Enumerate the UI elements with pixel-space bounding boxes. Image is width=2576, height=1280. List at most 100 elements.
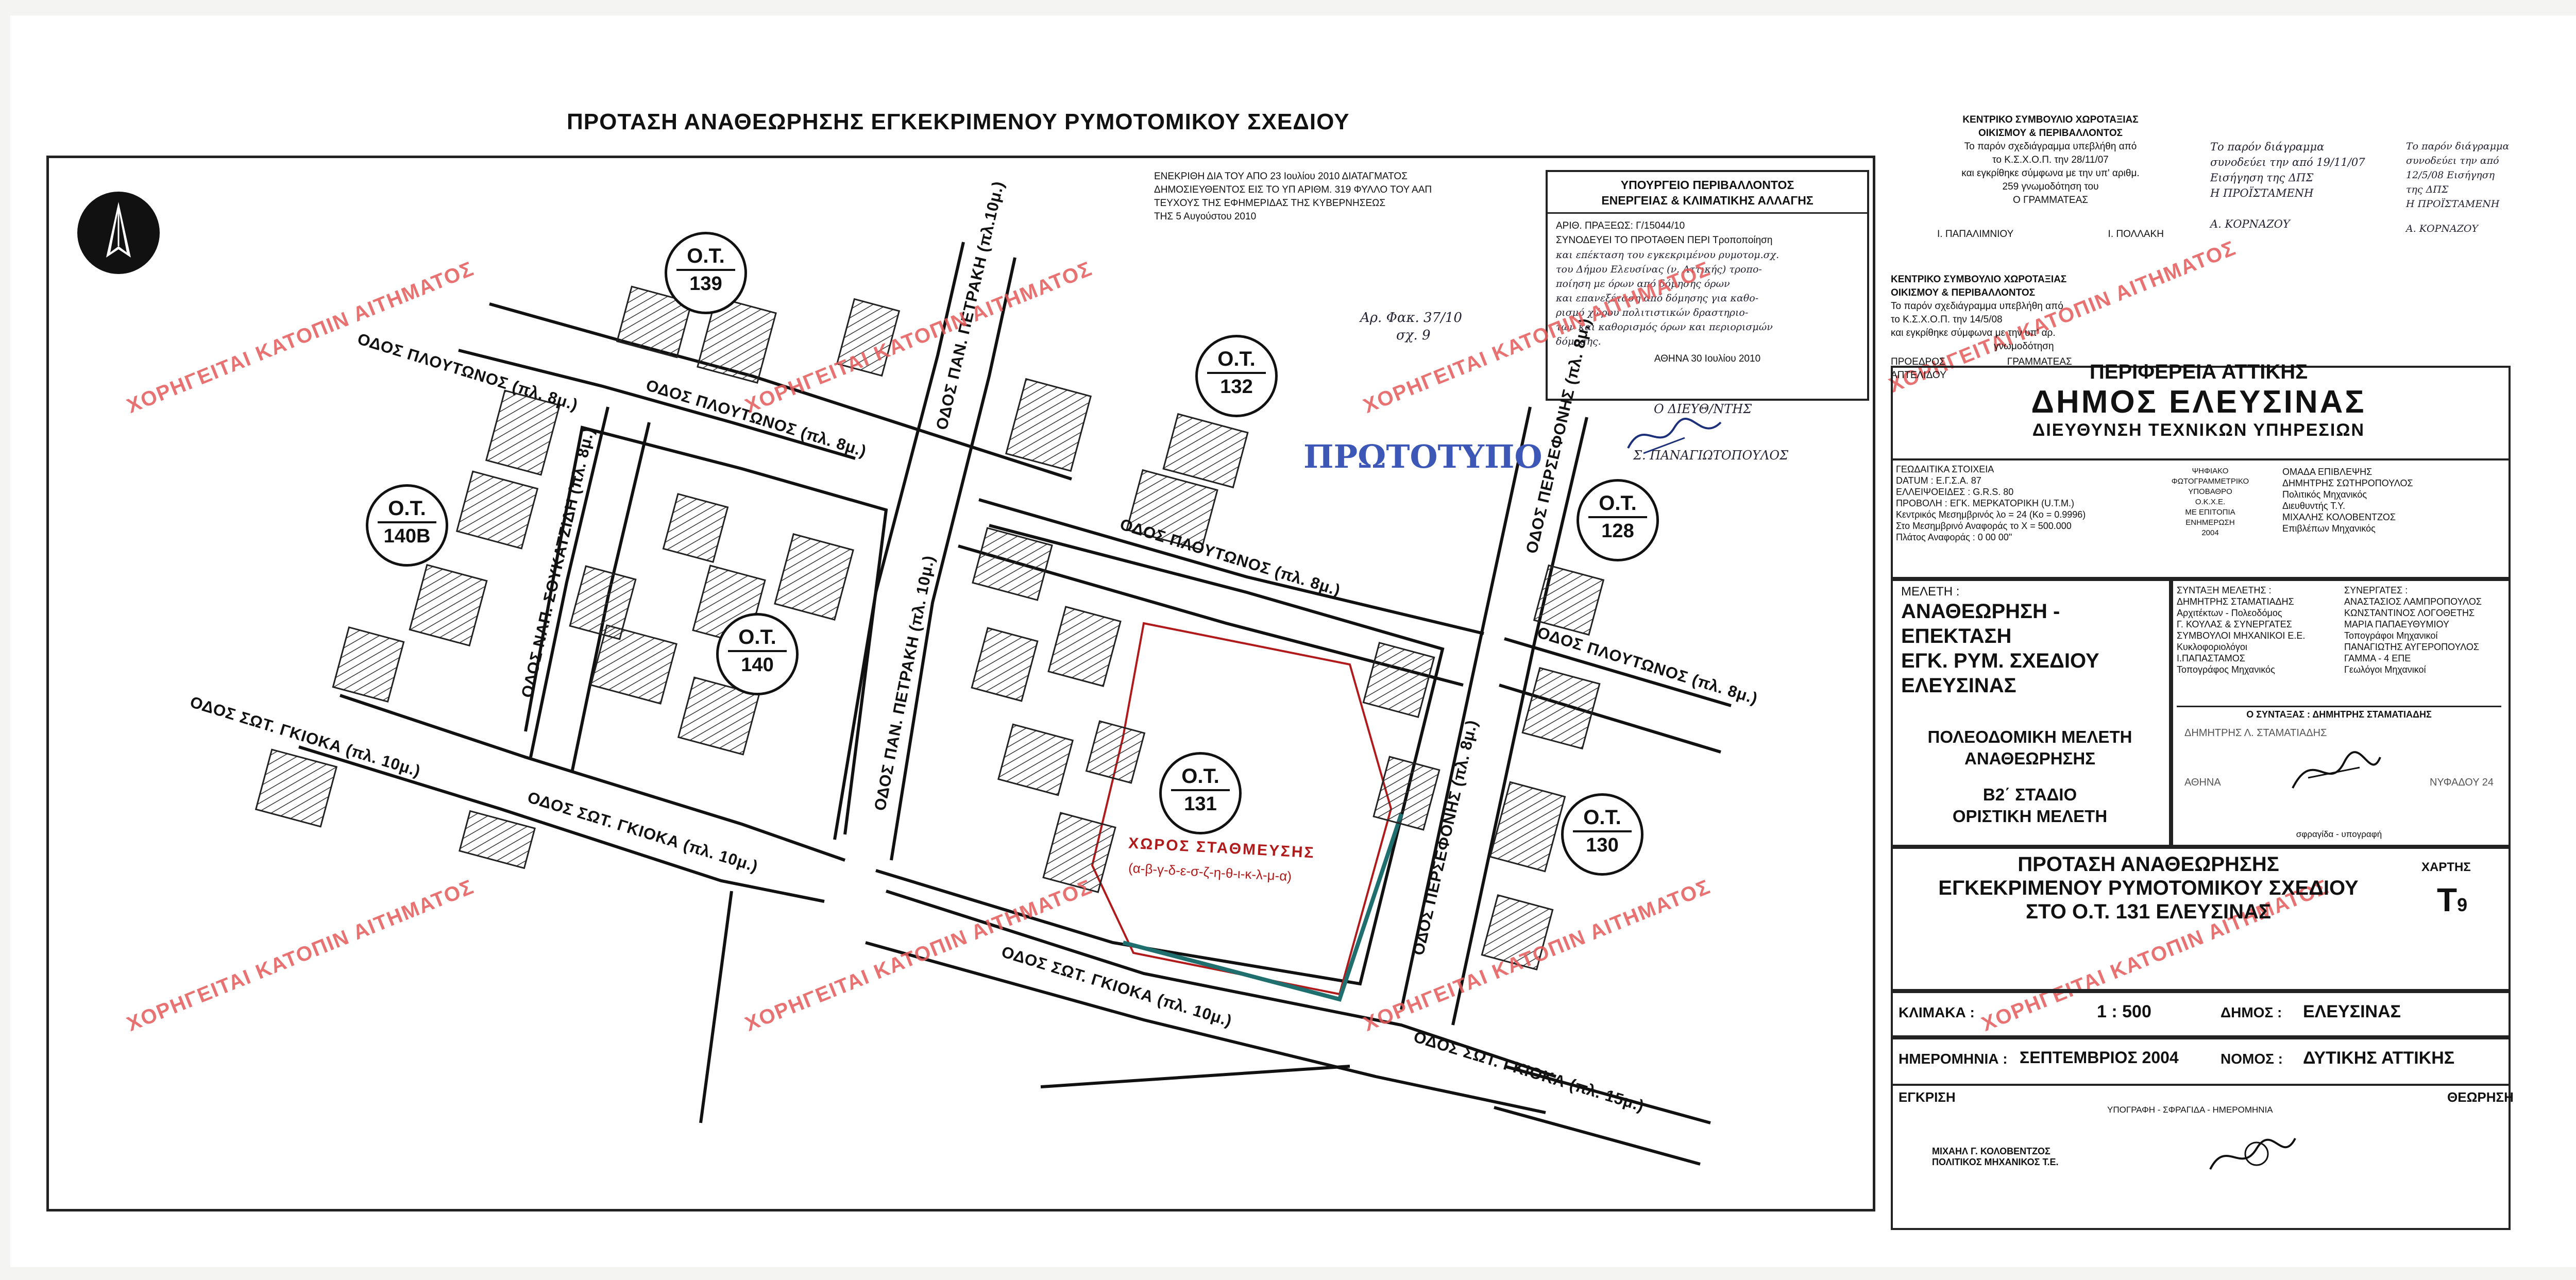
block-label: Ο.Τ.130 xyxy=(1561,793,1643,876)
plan-type: ΠΟΛΕΟΔΟΜΙΚΗ ΜΕΛΕΤΗ ΑΝΑΘΕΩΡΗΣΗΣ Β2΄ ΣΤΑΔΙ… xyxy=(1891,726,2169,827)
council-text: Το παρόν σχεδιάγραμμα υπεβλήθη από xyxy=(1891,301,2063,312)
collaborator-line: ΠΑΝΑΓΙΩΤΗΣ ΑΥΓΕΡΟΠΟΥΛΟΣ xyxy=(2344,642,2479,652)
basemap-info: ΨΗΦΙΑΚΟ ΦΩΤΟΓΡΑΜΜΕΤΡΙΚΟ ΥΠΟΒΑΘΡΟ Ο.Κ.Χ.Ε… xyxy=(2159,466,2262,538)
council-text: Ο ΓΡΑΜΜΑΤΕΑΣ xyxy=(2012,195,2089,206)
ministry-text: και επανεξέταση από δόμησης για καθο- xyxy=(1556,293,1759,304)
block-label: Ο.Τ.128 xyxy=(1577,479,1659,561)
approval-line: ΤΕΥΧΟΥΣ ΤΗΣ ΕΦΗΜΕΡΙΔΑΣ ΤΗΣ ΚΥΒΕΡΝΗΣΕΩΣ xyxy=(1154,198,1386,209)
council-text: 259 γνωμοδότηση του xyxy=(2002,181,2099,192)
approval-line: ΤΗΣ 5 Αυγούστου 2010 xyxy=(1154,211,1257,222)
margin-note-line: 12/5/08 Εισήγηση xyxy=(2406,169,2495,181)
block-label: Ο.Τ.132 xyxy=(1195,335,1278,417)
ministry-text: ρισμό χώρου πολιτιστικών δραστηριο- xyxy=(1556,307,1749,318)
stamp-date: ΑΘΗΝΑ 30 Ιουλίου 2010 xyxy=(1654,353,1761,364)
margin-note-line: Α. ΚΟΡΝΑΖΟΥ xyxy=(2406,223,2479,234)
title-block: ΠΕΡΙΦΕΡΕΙΑ ΑΤΤΙΚΗΣ ΔΗΜΟΣ ΕΛΕΥΣΙΝΑΣ ΔΙΕΥΘ… xyxy=(1891,93,2514,1230)
drawing-title-box xyxy=(1891,845,2511,993)
margin-note-line: Το παρόν διάγραμμα xyxy=(2406,141,2510,152)
ministry-signature-icon xyxy=(1627,418,1722,454)
council-signer: Ι. ΠΑΠΑΛΙΜΝΙΟΥ xyxy=(1937,229,2014,240)
council-signer: ΓΡΑΜΜΑΤΕΑΣ xyxy=(2007,356,2072,367)
ministry-text: και επέκταση του εγκεκριμένου ρυμοτομ.σχ… xyxy=(1556,249,1780,261)
basemap-line: ΦΩΤΟΓΡΑΜΜΕΤΡΙΚΟ xyxy=(2171,477,2249,486)
file-note-line: Αρ. Φακ. 37/10 xyxy=(1360,310,1462,326)
engineer-line: ΜΙΧΑΗΛ Γ. ΚΟΛΟΒΕΝΤΖΟΣ xyxy=(1932,1146,2050,1156)
ministry-name: ΕΝΕΡΓΕΙΑΣ & ΚΛΙΜΑΤΙΚΗΣ ΑΛΛΑΓΗΣ xyxy=(1601,194,1814,207)
study-title: ΜΕΛΕΤΗ : ΑΝΑΘΕΩΡΗΣΗ - ΕΠΕΚΤΑΣΗ ΕΓΚ. ΡΥΜ.… xyxy=(1901,585,2099,698)
margin-note-line: συνοδεύει την από xyxy=(2406,155,2499,166)
scale-row xyxy=(1891,989,2511,1039)
compiler-line: Τοπογράφος Μηχανικός xyxy=(2177,664,2275,675)
sheet-label: ΧΑΡΤΗΣ xyxy=(2421,860,2471,874)
approval-note: ΕΝΕΚΡΙΘΗ ΔΙΑ ΤΟΥ ΑΠΟ 23 Ιουλίου 2010 ΔΙΑ… xyxy=(1154,170,1432,224)
drawing-title-line: ΕΓΚΕΚΡΙΜΕΝΟΥ ΡΥΜΟΤΟΜΙΚΟΥ ΣΧΕΔΙΟΥ xyxy=(1938,877,2359,899)
geo-line: ΓΕΩΔΑΙΤΙΚΑ ΣΤΟΙΧΕΙΑ xyxy=(1896,464,1994,474)
date-row xyxy=(1891,1035,2511,1086)
compiler-line: Αρχιτέκτων - Πολεοδόμος xyxy=(2177,608,2282,618)
ministry-name: ΥΠΟΥΡΓΕΙΟ ΠΕΡΙΒΑΛΛΟΝΤΟΣ xyxy=(1620,178,1794,192)
study-line: ΕΠΕΚΤΑΣΗ xyxy=(1901,625,2012,647)
directorate-name: ΔΙΕΥΘΥΝΣΗ ΤΕΧΝΙΚΩΝ ΥΠΗΡΕΣΙΩΝ xyxy=(2032,420,2365,440)
north-arrow-icon xyxy=(77,192,160,274)
collaborator-line: ΓΑΜΜΑ - 4 ΕΠΕ xyxy=(2344,653,2411,663)
region-name: ΠΕΡΙΦΕΡΕΙΑ ΑΤΤΙΚΗΣ xyxy=(2089,361,2308,383)
margin-note-line: συνοδεύει την από 19/11/07 xyxy=(2210,156,2365,168)
margin-note-line: Η ΠΡΟΪΣΤΑΜΕΝΗ xyxy=(2210,187,2314,199)
geo-line: Κεντρικός Μεσημβρινός λο = 24 (Κο = 0.99… xyxy=(1896,509,2086,520)
compilers: ΣΥΝΤΑΞΗ ΜΕΛΕΤΗΣ : ΔΗΜΗΤΡΗΣ ΣΤΑΜΑΤΙΑΔΗΣ Α… xyxy=(2177,585,2305,675)
main-title: ΠΡΟΤΑΣΗ ΑΝΑΘΕΩΡΗΣΗΣ ΕΓΚΕΚΡΙΜΕΝΟΥ ΡΥΜΟΤΟΜ… xyxy=(567,109,1350,134)
study-line: ΕΓΚ. ΡΥΜ. ΣΧΕΔΙΟΥ xyxy=(1901,650,2099,672)
authors-box xyxy=(2169,577,2511,849)
council-name: ΟΙΚΙΣΜΟΥ & ΠΕΡΙΒΑΛΛΟΝΤΟΣ xyxy=(1891,287,2036,298)
basemap-line: ΜΕ ΕΠΙΤΟΠΙΑ xyxy=(2185,508,2235,517)
date-label: ΗΜΕΡΟΜΗΝΙΑ : xyxy=(1899,1051,2008,1067)
approval-signature-icon xyxy=(2209,1138,2296,1170)
plan-line: ΠΟΛΕΟΔΟΜΙΚΗ ΜΕΛΕΤΗ xyxy=(1927,727,2132,746)
study-line: ΕΛΕΥΣΙΝΑΣ xyxy=(1901,674,2016,697)
signer-title: Ο ΔΙΕΥΘ/ΝΤΗΣ xyxy=(1654,402,1752,416)
supervision-line: Διευθυντής Τ.Υ. xyxy=(2282,501,2345,511)
author-stamp-line: ΔΗΜΗΤΡΗΣ Λ. ΣΤΑΜΑΤΙΑΔΗΣ xyxy=(2184,727,2327,739)
collaborator-line: ΚΩΝΣΤΑΝΤΙΝΟΣ ΛΟΓΟΘΕΤΗΣ xyxy=(2344,608,2475,618)
study-line: ΑΝΑΘΕΩΡΗΣΗ - xyxy=(1901,600,2060,623)
author-signature-icon xyxy=(2292,751,2381,789)
compiler-line: Κυκλοφοριολόγοι xyxy=(2177,642,2247,652)
block-label: Ο.Τ.140Β xyxy=(366,484,448,567)
scale-value: 1 : 500 xyxy=(2097,1002,2151,1021)
muni-label: ΔΗΜΟΣ : xyxy=(2221,1004,2282,1020)
approval-line: ΕΝΕΚΡΙΘΗ ΔΙΑ ΤΟΥ ΑΠΟ 23 Ιουλίου 2010 ΔΙΑ… xyxy=(1154,171,1408,182)
geo-line: DATUM : Ε.Γ.Σ.Α. 87 xyxy=(1896,475,1981,486)
basemap-line: ΥΠΟΒΑΘΡΟ xyxy=(2188,487,2232,496)
block-label: Ο.Τ.139 xyxy=(665,232,747,314)
approval-line: ΔΗΜΟΣΙΕΥΘΕΝΤΟΣ ΕΙΣ ΤΟ ΥΠ ΑΡΙΘΜ. 319 ΦΥΛΛ… xyxy=(1154,184,1432,195)
file-note-line: σχ. 9 xyxy=(1396,328,1431,343)
study-label: ΜΕΛΕΤΗ : xyxy=(1901,585,1960,599)
engineer-stamp: ΜΙΧΑΗΛ Γ. ΚΟΛΟΒΕΝΤΖΟΣ ΠΟΛΙΤΙΚΟΣ ΜΗΧΑΝΙΚΟ… xyxy=(1932,1146,2059,1168)
stage-line: Β2΄ ΣΤΑΔΙΟ xyxy=(1982,785,2077,804)
geodetic-data: ΓΕΩΔΑΙΤΙΚΑ ΣΤΟΙΧΕΙΑ DATUM : Ε.Γ.Σ.Α. 87 … xyxy=(1896,464,2086,543)
council-signer: ΑΠΤΕΛΙΔΟΥ xyxy=(1891,370,1946,381)
ministry-text: ποίηση με όρων από δόμησης όρων xyxy=(1556,278,1730,289)
council-stamp: ΚΕΝΤΡΙΚΟ ΣΥΜΒΟΥΛΙΟ ΧΩΡΟΤΑΞΙΑΣ ΟΙΚΙΣΜΟΥ &… xyxy=(1891,273,2128,382)
drawing-title-line: ΠΡΟΤΑΣΗ ΑΝΑΘΕΩΡΗΣΗΣ xyxy=(2018,853,2279,876)
prefecture-value: ΔΥΤΙΚΗΣ ΑΤΤΙΚΗΣ xyxy=(2303,1048,2455,1068)
ministry-stamp: ΥΠΟΥΡΓΕΙΟ ΠΕΡΙΒΑΛΛΟΝΤΟΣ ΕΝΕΡΓΕΙΑΣ & ΚΛΙΜ… xyxy=(1546,170,1869,401)
title-block-header: ΠΕΡΙΦΕΡΕΙΑ ΑΤΤΙΚΗΣ ΔΗΜΟΣ ΕΛΕΥΣΙΝΑΣ ΔΙΕΥΘ… xyxy=(1891,361,2506,440)
margin-note-line: Το παρόν διάγραμμα xyxy=(2210,141,2325,153)
ministry-text: του Δήμου Ελευσίνας (ν. Αττικής) τροπο- xyxy=(1556,264,1762,275)
supervision-line: Επιβλέπων Μηχανικός xyxy=(2282,523,2376,534)
supervision-line: ΔΗΜΗΤΡΗΣ ΣΩΤΗΡΟΠΟΥΛΟΣ xyxy=(2282,478,2413,488)
supervision-line: ΜΙΧΑΛΗΣ ΚΟΛΟΒΕΝΤΖΟΣ xyxy=(2282,512,2396,522)
ministry-body: ΑΡΙΘ. ΠΡΑΞΕΩΣ: Γ/15044/10 ΣΥΝΟΔΕΥΕΙ ΤΟ Π… xyxy=(1548,214,1867,371)
file-note: Αρ. Φακ. 37/10 σχ. 9 xyxy=(1360,309,1462,344)
margin-note-line: της ΔΠΣ xyxy=(2406,184,2449,195)
compiler-line: ΔΗΜΗΤΡΗΣ ΣΤΑΜΑΤΙΑΔΗΣ xyxy=(2177,596,2294,607)
prefecture-label: ΝΟΜΟΣ : xyxy=(2221,1051,2283,1067)
engineer-line: ΠΟΛΙΤΙΚΟΣ ΜΗΧΑΝΙΚΟΣ Τ.Ε. xyxy=(1932,1157,2059,1167)
council-name: ΟΙΚΙΣΜΟΥ & ΠΕΡΙΒΑΛΛΟΝΤΟΣ xyxy=(1978,128,2123,139)
block-label: Ο.Τ.131 xyxy=(1159,752,1242,834)
basemap-line: Ο.Κ.Χ.Ε. xyxy=(2195,498,2226,506)
council-stamp: ΚΕΝΤΡΙΚΟ ΣΥΜΒΟΥΛΙΟ ΧΩΡΟΤΑΞΙΑΣ ΟΙΚΙΣΜΟΥ &… xyxy=(1937,113,2164,241)
compiler-line: ΣΥΝΤΑΞΗ ΜΕΛΕΤΗΣ : xyxy=(2177,585,2272,595)
basemap-line: 2004 xyxy=(2201,528,2219,537)
